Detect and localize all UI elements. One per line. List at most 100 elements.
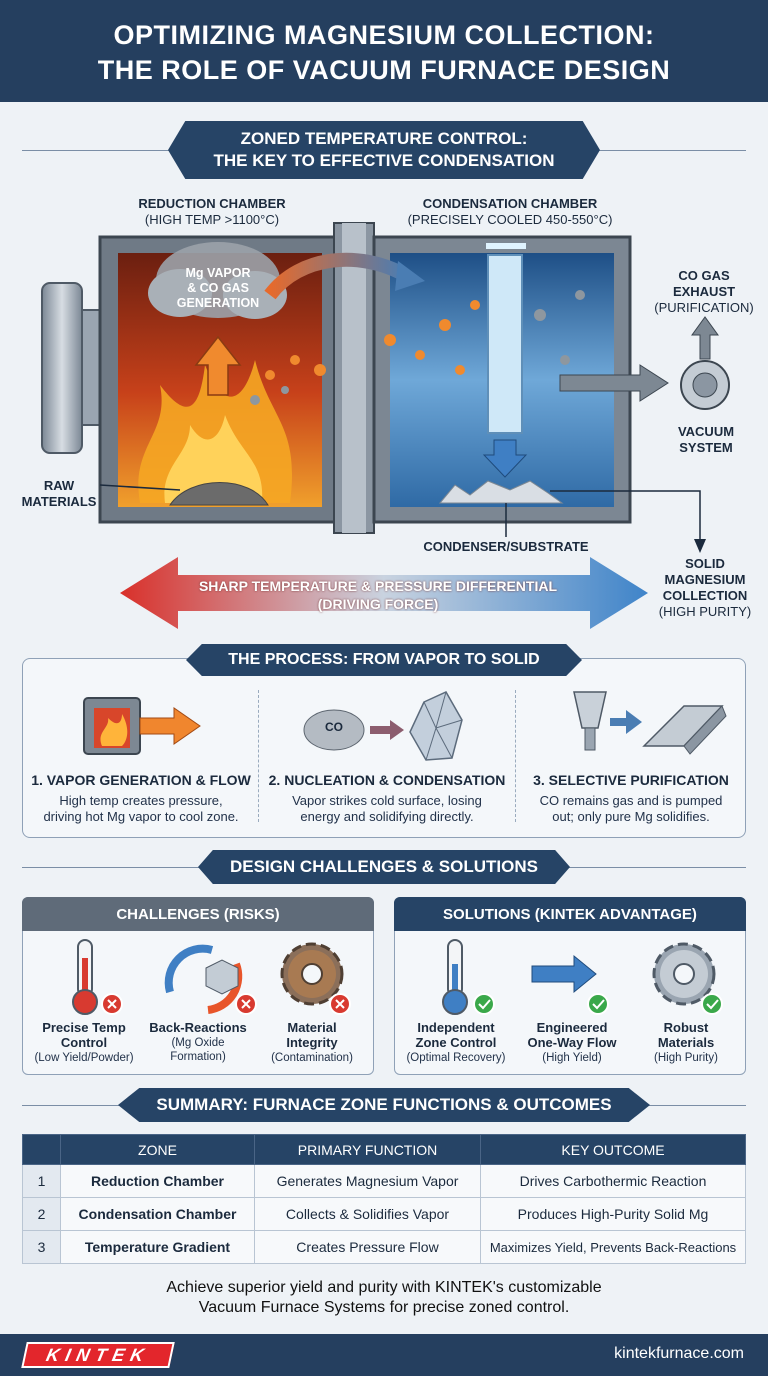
vapor-particles	[265, 300, 480, 380]
raw-materials-line2: MATERIALS	[21, 494, 97, 509]
challenge2-sub: (Mg Oxide Formation)	[140, 1036, 256, 1064]
challenge1-line1: Precise Temp	[42, 1020, 126, 1035]
process-icons	[83, 691, 727, 761]
solid-magnesium-crystals	[438, 480, 564, 504]
challenge2-sub2: Formation)	[170, 1051, 226, 1063]
condensation-chamber-temp: (PRECISELY COOLED 450-550°C)	[407, 212, 613, 227]
condensation-chamber-title: CONDENSATION CHAMBER	[422, 196, 598, 211]
table-row: 2 Condensation Chamber Collects & Solidi…	[22, 1197, 746, 1231]
challenge1-title: Precise Temp Control	[28, 1020, 140, 1050]
row-outcome: Maximizes Yield, Prevents Back-Reactions	[480, 1230, 746, 1264]
row-number: 3	[22, 1230, 61, 1264]
header-bar: OPTIMIZING MAGNESIUM COLLECTION: THE ROL…	[0, 0, 768, 102]
zoned-banner-line2: THE KEY TO EFFECTIVE CONDENSATION	[213, 151, 555, 170]
design-divider-left	[22, 867, 202, 868]
row-outcome: Produces High-Purity Solid Mg	[480, 1197, 746, 1231]
co-up-arrow-icon	[691, 316, 719, 360]
row-function: Creates Pressure Flow	[254, 1230, 481, 1264]
page-title-line2: THE ROLE OF VACUUM FURNACE DESIGN	[97, 55, 671, 85]
step3-line1: CO remains gas and is pumped	[539, 793, 723, 808]
challenge2-sub1: (Mg Oxide	[171, 1037, 225, 1049]
solution2-title: Engineered One-Way Flow	[514, 1020, 630, 1050]
divider-right	[598, 150, 746, 151]
solution1-line2: Zone Control	[415, 1035, 497, 1050]
process-separator-1	[258, 690, 259, 822]
row-number: 1	[22, 1164, 61, 1198]
raw-materials-pile	[169, 482, 269, 506]
solid-collection-label: SOLID MAGNESIUM COLLECTION (HIGH PURITY)	[646, 556, 764, 620]
closing-line2: Vacuum Furnace Systems for precise zoned…	[198, 1299, 570, 1316]
table-row: 1 Reduction Chamber Generates Magnesium …	[22, 1164, 746, 1198]
row-zone: Temperature Gradient	[60, 1230, 255, 1264]
differential-label: SHARP TEMPERATURE & PRESSURE DIFFERENTIA…	[170, 577, 586, 613]
reduction-chamber-temp: (HIGH TEMP >1100°C)	[144, 212, 280, 227]
step2-line1: Vapor strikes cold surface, losing	[292, 793, 482, 808]
closing-line1: Achieve superior yield and purity with K…	[166, 1279, 602, 1296]
differential-line1: SHARP TEMPERATURE & PRESSURE DIFFERENTIA…	[198, 578, 558, 594]
solid-collection-line4: (HIGH PURITY)	[658, 604, 752, 619]
differential-line2: (DRIVING FORCE)	[317, 596, 439, 612]
closing-statement: Achieve superior yield and purity with K…	[0, 1278, 768, 1318]
solid-collection-line3: COLLECTION	[662, 588, 748, 603]
reduction-chamber-title: REDUCTION CHAMBER	[138, 196, 286, 211]
process-separator-2	[515, 690, 516, 822]
step2-title: 2. NUCLEATION & CONDENSATION	[268, 772, 506, 788]
step1-line2: driving hot Mg vapor to cool zone.	[43, 809, 239, 824]
row-function: Collects & Solidifies Vapor	[254, 1197, 481, 1231]
solution3-line1: Robust	[663, 1020, 709, 1035]
thermometer-blue-icon	[442, 939, 468, 1015]
challenge1-sub: (Low Yield/Powder)	[34, 1052, 134, 1064]
co-bubble-label: CO	[325, 720, 343, 734]
vacuum-system-line2: SYSTEM	[679, 440, 733, 455]
co-exhaust-line3: (PURIFICATION)	[654, 300, 754, 315]
design-divider-right	[566, 867, 746, 868]
design-title: DESIGN CHALLENGES & SOLUTIONS	[198, 850, 570, 884]
design-icons	[72, 939, 723, 1015]
back-reaction-cycle-icon	[164, 944, 243, 1014]
step1-line1: High temp creates pressure,	[59, 793, 223, 808]
solution1-sub: (Optimal Recovery)	[406, 1052, 506, 1064]
row-outcome: Drives Carbothermic Reaction	[480, 1164, 746, 1198]
solution3-title: Robust Materials	[630, 1020, 742, 1050]
condenser-label: CONDENSER/SUBSTRATE	[423, 539, 589, 554]
row-function: Generates Magnesium Vapor	[254, 1164, 481, 1198]
summary-title: SUMMARY: FURNACE ZONE FUNCTIONS & OUTCOM…	[118, 1088, 650, 1122]
zoned-banner: ZONED TEMPERATURE CONTROL: THE KEY TO EF…	[168, 121, 600, 179]
vapor-flow-arrow	[264, 252, 409, 300]
raw-materials-label: RAW MATERIALS	[14, 478, 104, 510]
solution2-sub: (High Yield)	[542, 1052, 602, 1064]
kintek-logo[interactable]: KINTEK	[21, 1342, 175, 1368]
vapor-label-line2: & CO GAS	[187, 281, 249, 295]
solution2-line1: Engineered	[536, 1020, 608, 1035]
summary-divider-right	[646, 1105, 746, 1106]
step3-title: 3. SELECTIVE PURIFICATION	[533, 772, 729, 788]
challenge3-line1: Material	[287, 1020, 337, 1035]
website-link[interactable]: kintekfurnace.com	[614, 1345, 744, 1362]
summary-table: ZONE PRIMARY FUNCTION KEY OUTCOME 1 Redu…	[22, 1134, 746, 1264]
solution3-sub: (High Purity)	[654, 1052, 718, 1064]
step2-line2: energy and solidifying directly.	[300, 809, 474, 824]
step2-text: Vapor strikes cold surface, losing energ…	[262, 793, 512, 825]
vacuum-system-line1: VACUUM	[677, 424, 735, 439]
rusty-gear-icon	[280, 942, 344, 1006]
vapor-label-line3: GENERATION	[176, 296, 260, 310]
challenge3-title: Material Integrity	[256, 1020, 368, 1050]
process-panel	[22, 658, 746, 838]
process-title: THE PROCESS: FROM VAPOR TO SOLID	[186, 644, 582, 676]
up-arrow-icon	[194, 335, 242, 396]
solution3-line2: Materials	[657, 1035, 715, 1050]
vapor-label-line1: Mg VAPOR	[185, 266, 251, 280]
furnace-door	[41, 282, 83, 454]
table-header-outcome: KEY OUTCOME	[480, 1134, 746, 1165]
step3-text: CO remains gas and is pumped out; only p…	[520, 793, 742, 825]
challenge1-line2: Control	[60, 1035, 108, 1050]
solution1-line1: Independent	[417, 1020, 495, 1035]
steel-gear-icon	[652, 942, 716, 1006]
differential-arrow	[120, 557, 648, 629]
co-exhaust-line1: CO GAS	[678, 268, 730, 283]
co-exhaust-line2: EXHAUST	[672, 284, 736, 299]
page-title-line1: OPTIMIZING MAGNESIUM COLLECTION:	[113, 20, 655, 50]
table-header-num	[22, 1134, 61, 1165]
check-badge-icon	[473, 993, 723, 1015]
zoned-banner-line1: ZONED TEMPERATURE CONTROL:	[240, 129, 528, 148]
